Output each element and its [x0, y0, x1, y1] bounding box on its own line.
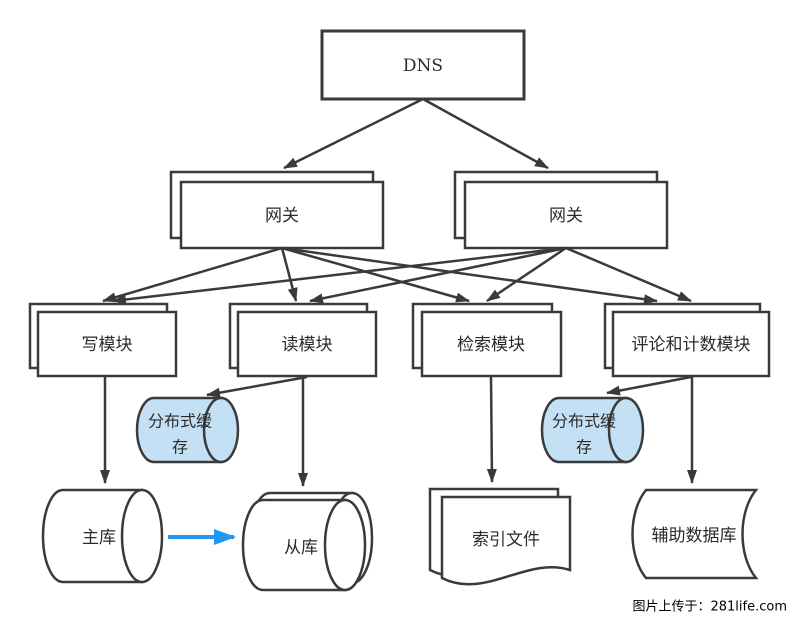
cache-left-label-line2: 存 [172, 438, 188, 457]
edge-comment-cacheright [606, 375, 692, 396]
cache-left-label-line1: 分布式缓 [148, 412, 212, 431]
edge-gwleft-search [281, 246, 470, 303]
edge-search-indexfile [486, 375, 497, 483]
edge-gwright-read [309, 246, 567, 304]
gateway-left-label: 网关 [265, 206, 299, 226]
auxiliary-db-label: 辅助数据库 [652, 526, 737, 546]
index-file-label: 索引文件 [472, 530, 540, 550]
gateway-right-label: 网关 [549, 206, 583, 226]
master-db-label: 主库 [82, 528, 116, 548]
slave-db-node [241, 491, 374, 592]
dns-box [320, 29, 526, 101]
comment-count-module-label: 评论和计数模块 [632, 335, 751, 355]
watermark-text: 图片上传于：281life.com [632, 600, 787, 615]
read-module-box [236, 310, 378, 378]
gateway-left-node [169, 170, 385, 250]
gateway-right-node [453, 170, 669, 250]
cache-left-node [135, 396, 240, 464]
cache-right-node [540, 396, 645, 464]
cache-left-body [135, 396, 223, 464]
index-file-node [428, 487, 572, 586]
master-db-node [41, 488, 164, 584]
write-module-box [36, 310, 178, 378]
edge-gwright-comment [565, 246, 692, 303]
master-db-lid [120, 488, 164, 584]
write-module-label: 写模块 [82, 335, 133, 355]
auxiliary-db-shape [631, 488, 759, 580]
search-module-box [420, 310, 563, 378]
cache-right-body [540, 396, 628, 464]
edge-dns-gateway-left [283, 97, 424, 170]
edge-read-cacheleft [206, 375, 308, 398]
read-module-label: 读模块 [282, 335, 333, 355]
edge-gwleft-read [280, 247, 298, 302]
edge-gwleft-comment [281, 246, 658, 305]
slave-db-body [241, 498, 347, 592]
index-file-doc [440, 495, 572, 586]
comment-count-module-node [603, 302, 771, 378]
edge-gwright-write [112, 246, 567, 305]
cache-left-lid [202, 396, 240, 464]
slave-db-lid [323, 498, 367, 592]
edge-gwright-search [486, 246, 567, 303]
cache-right-label-line2: 存 [576, 438, 592, 457]
dns-label: DNS [403, 56, 443, 76]
edge-dns-gateway-right [422, 97, 549, 170]
search-module-label: 检索模块 [457, 335, 525, 355]
edge-gwleft-write [102, 246, 283, 303]
search-module-node [411, 302, 563, 378]
cache-right-lid [607, 396, 645, 464]
master-db-body [41, 488, 144, 584]
write-module-node [28, 302, 178, 378]
slave-db-label: 从库 [284, 538, 318, 558]
cache-right-label-line1: 分布式缓 [552, 412, 616, 431]
read-module-node [228, 302, 378, 378]
